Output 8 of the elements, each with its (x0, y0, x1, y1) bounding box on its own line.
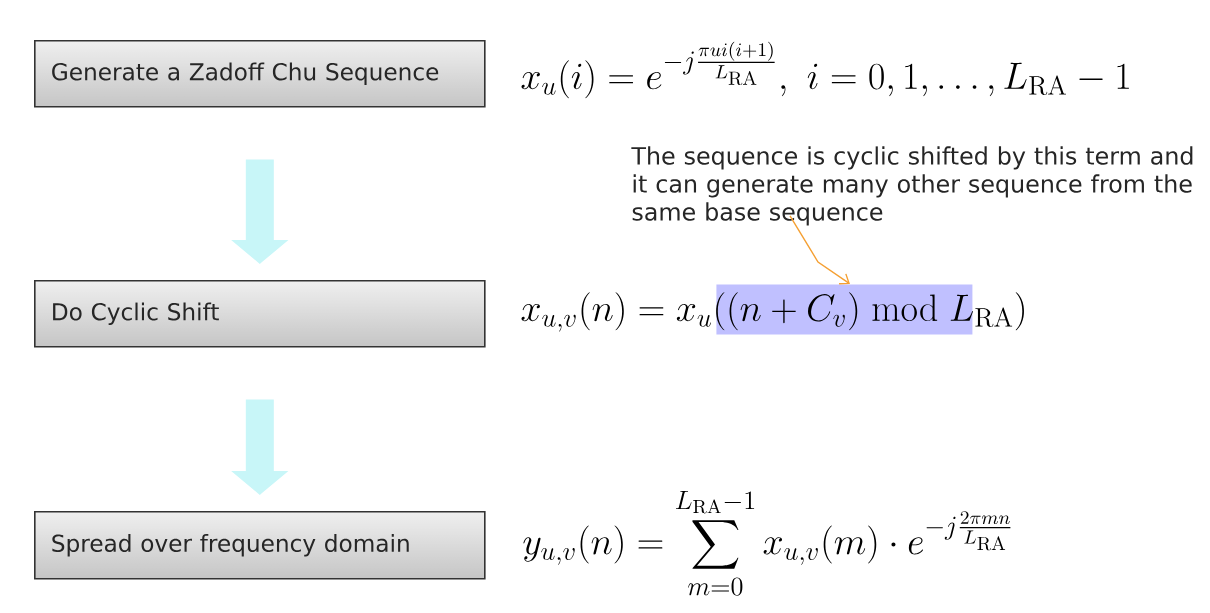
process-box: Generate a Zadoff Chu Sequence (34, 40, 486, 108)
process-box: Spread over frequency domain (34, 511, 486, 580)
formula: $x_u(i)=e^{-j\frac{\pi u i(i+1)}{L_{\mathrm{RA}}}},\ i=0,1,\ldots,L_{\mathrm{RA}}-1$ (521, 41, 1129, 99)
process-box: Do Cyclic Shift (34, 280, 486, 348)
formula: $y_{u,v}(n)=\sum_{m=0}^{L_{\mathrm{RA}}-1}x_{u,v}(m)\cdot e^{-j\frac{2\pi mn}{L_{\mathrm{RA}}}}$ (523, 490, 1011, 596)
leader-line (789, 215, 850, 285)
formula: $x_{u,v}(n)=x_u((n+C_v)\bmod L_{\mathrm{RA}})$ (521, 292, 1024, 332)
note-text: The sequence is cyclic shifted by this term and it can generate many other sequence from the same base sequence (631, 146, 1193, 226)
